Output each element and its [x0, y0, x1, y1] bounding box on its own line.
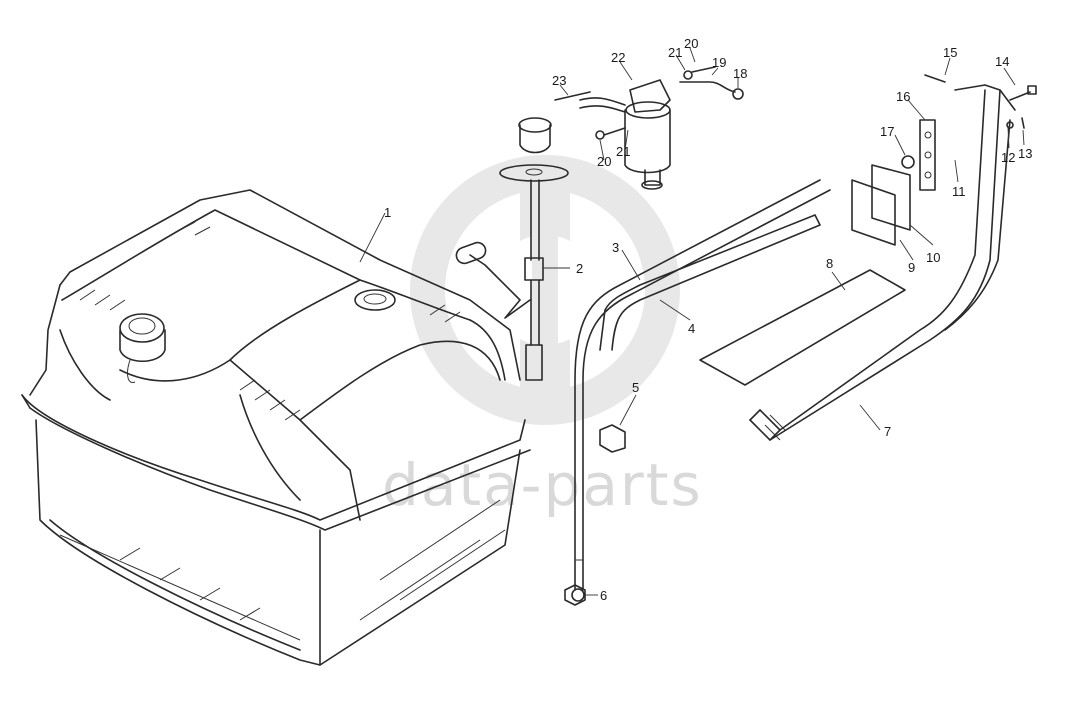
- callout-6: 6: [600, 588, 607, 603]
- callout-23: 23: [552, 73, 566, 88]
- watermark: data-parts: [382, 155, 703, 519]
- watermark-logo: [410, 155, 680, 425]
- callout-9: 9: [908, 260, 915, 275]
- fuel-filter: [554, 66, 744, 190]
- bolts-and-washers: [924, 74, 1037, 129]
- callout-3: 3: [612, 240, 619, 255]
- callout-15: 15: [943, 45, 957, 60]
- plate: [871, 164, 911, 231]
- callout-18: 18: [733, 66, 747, 81]
- fuel-level-sender: [455, 117, 569, 381]
- watermark-text: data-parts: [382, 451, 703, 519]
- callout-12: 12: [1001, 150, 1015, 165]
- strap-insulator: [599, 214, 821, 351]
- nut: [564, 584, 586, 606]
- callout-1: 1: [384, 205, 391, 220]
- leader-lines: [359, 47, 1025, 596]
- pad: [851, 179, 896, 246]
- callout-2: 2: [576, 261, 583, 276]
- callout-11: 11: [952, 184, 966, 199]
- fuel-tank: [21, 189, 531, 666]
- tank-strap-rear: [749, 84, 1016, 441]
- callout-21-top: 21: [668, 45, 682, 60]
- callout-13: 13: [1018, 146, 1032, 161]
- callout-8: 8: [826, 256, 833, 271]
- callout-17: 17: [880, 124, 894, 139]
- callout-16: 16: [896, 89, 910, 104]
- callout-5: 5: [632, 380, 639, 395]
- callout-21-bottom: 21: [616, 144, 630, 159]
- clip: [599, 424, 626, 453]
- tank-strap-front: [571, 179, 831, 602]
- callout-19: 19: [712, 55, 726, 70]
- callout-20-bottom: 20: [597, 154, 611, 169]
- nut-17: [901, 155, 915, 169]
- rubber-pad: [699, 269, 906, 386]
- callout-14: 14: [995, 54, 1009, 69]
- callout-4: 4: [688, 321, 695, 336]
- callout-7: 7: [884, 424, 891, 439]
- callout-labels: 1 2 3 4 5 6 7 8 9 10 11 12 13 14 15 16 1…: [384, 36, 1032, 603]
- bracket-plate: [919, 119, 936, 191]
- callout-22: 22: [611, 50, 625, 65]
- callout-20-top: 20: [684, 36, 698, 51]
- callout-10: 10: [926, 250, 940, 265]
